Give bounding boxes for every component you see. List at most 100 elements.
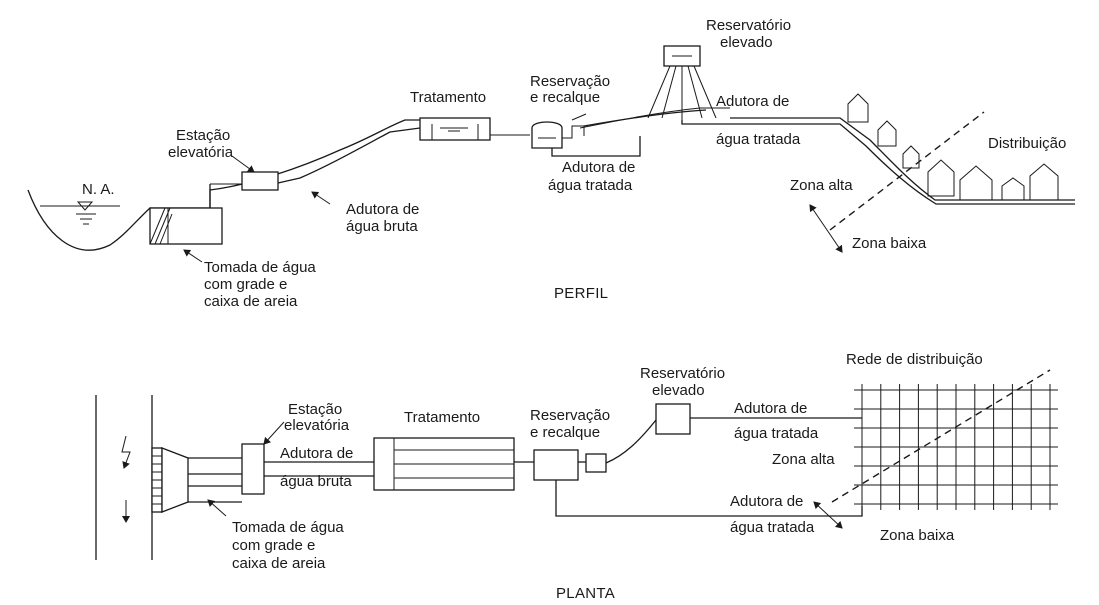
profile-title: PERFIL [554, 285, 608, 302]
plan-lower-treated-label: Adutora de água tratada [730, 493, 815, 536]
profile-water-level-symbol [76, 201, 96, 225]
svg-text:Adutora de: Adutora de [280, 445, 353, 462]
svg-text:Reservatório: Reservatório [706, 17, 791, 34]
svg-text:Adutora de: Adutora de [716, 93, 789, 110]
plan-network-label: Rede de distribuição [846, 351, 983, 368]
profile-raw-pipeline-arrow [311, 191, 331, 205]
profile-intake-structure [149, 207, 223, 245]
svg-text:Adutora de: Adutora de [730, 493, 803, 510]
profile-reservoir-tank [531, 121, 563, 149]
svg-text:Adutora de: Adutora de [562, 159, 635, 176]
plan-raw-pipeline-to-treatment [264, 461, 374, 477]
plan-reservoir [533, 449, 579, 481]
profile-zone-arrow [809, 204, 843, 253]
svg-text:Reservação: Reservação [530, 407, 610, 424]
profile-low-zone-label: Zona baixa [852, 235, 927, 252]
svg-text:Reservação: Reservação [530, 73, 610, 90]
svg-text:água tratada: água tratada [734, 425, 819, 442]
plan-reservoir-label: Reservação e recalque [530, 407, 610, 441]
profile-high-zone-label: Zona alta [790, 177, 853, 194]
svg-text:água tratada: água tratada [716, 131, 801, 148]
profile-elevated-tower [647, 65, 717, 120]
plan-recalque-pump [585, 453, 607, 473]
profile-treatment-label: Tratamento [410, 89, 486, 106]
profile-zone-divider [829, 111, 985, 231]
profile-raw-pipeline-label: Adutora de água bruta [346, 201, 419, 235]
plan-intake-label: Tomada de água com grade e caixa de arei… [232, 519, 344, 572]
plan-elevated-reservoir [655, 403, 691, 435]
plan-treatment-divisions [393, 438, 514, 490]
plan-distribution-network [854, 384, 1058, 510]
house-icon [959, 165, 993, 201]
plan-low-zone-label: Zona baixa [880, 527, 955, 544]
svg-text:Estação: Estação [288, 401, 342, 418]
profile-raw-water-pipeline [277, 127, 421, 184]
plan-intake-chamber [161, 447, 189, 513]
house-icon [1029, 163, 1059, 201]
svg-text:elevado: elevado [652, 382, 705, 399]
plan-title: PLANTA [556, 585, 615, 602]
plan-zone-arrow [813, 501, 843, 529]
profile-pump-station-label: Estação elevatória [168, 127, 234, 161]
plan-pump-station [241, 443, 265, 495]
plan-raw-pipeline-label: Adutora de água bruta [280, 445, 353, 490]
plan-elevated-reservoir-label: Reservatório elevado [640, 365, 725, 399]
svg-text:e recalque: e recalque [530, 424, 600, 441]
profile-low-treated-pipeline [551, 109, 707, 157]
svg-text:caixa de areia: caixa de areia [232, 555, 326, 572]
svg-text:água tratada: água tratada [730, 519, 815, 536]
profile-ground-mid [490, 107, 730, 136]
svg-text:com grade e: com grade e [232, 537, 315, 554]
svg-text:Estação: Estação [176, 127, 230, 144]
plan-pump-to-elevated [605, 419, 657, 464]
plan-zone-divider [831, 369, 1051, 503]
profile-elevated-reservoir-label: Reservatório elevado [706, 17, 791, 51]
svg-text:com grade e: com grade e [204, 276, 287, 293]
profile-reservoir-label: Reservação e recalque [530, 73, 610, 106]
plan-pump-station-arrow [263, 421, 285, 445]
profile-treatment-tank [419, 117, 491, 141]
svg-text:caixa de areia: caixa de areia [204, 293, 298, 310]
house-icon [902, 145, 920, 169]
svg-text:água bruta: água bruta [346, 218, 418, 235]
profile-water-level-label: N. A. [82, 181, 115, 198]
svg-text:água tratada: água tratada [548, 177, 633, 194]
profile-treatment-water [431, 124, 479, 140]
profile-distribution-label: Distribuição [988, 135, 1066, 152]
svg-text:elevado: elevado [720, 34, 773, 51]
profile-ground-right [730, 117, 1075, 201]
plan-view: Tomada de água com grade e caixa de arei… [95, 351, 1058, 602]
svg-text:elevatória: elevatória [284, 417, 350, 434]
profile-pump-station-arrow [231, 155, 255, 173]
profile-recalque-pump [562, 113, 587, 139]
profile-high-treated-label: Adutora de água tratada [716, 93, 801, 148]
svg-text:água bruta: água bruta [280, 473, 352, 490]
svg-text:Adutora de: Adutora de [346, 201, 419, 218]
profile-low-treated-label: Adutora de água tratada [548, 159, 635, 194]
plan-upper-treated-label: Adutora de água tratada [734, 400, 819, 442]
svg-text:Adutora de: Adutora de [734, 400, 807, 417]
profile-intake-screen [149, 207, 173, 245]
plan-intake-grid [152, 455, 162, 505]
house-icon [1001, 177, 1025, 201]
plan-lower-treated-pipeline [555, 480, 863, 517]
profile-high-treated-pipeline [681, 120, 1075, 205]
profile-intake-arrow [183, 249, 203, 263]
plan-flow-arrow [121, 435, 131, 469]
profile-pump-station [241, 171, 279, 191]
plan-high-zone-label: Zona alta [772, 451, 835, 468]
house-icon [927, 159, 955, 197]
house-icon [847, 93, 869, 123]
svg-text:elevatória: elevatória [168, 144, 234, 161]
plan-raw-water-pipeline [188, 457, 242, 503]
profile-view: N. A. Tomada de água com grade e caixa d… [27, 17, 1075, 310]
plan-intake-arrow [207, 499, 227, 517]
svg-text:Tomada de água: Tomada de água [232, 519, 344, 536]
plan-pump-station-label: Estação elevatória [284, 401, 350, 434]
plan-treatment-label: Tratamento [404, 409, 480, 426]
profile-intake-label: Tomada de água com grade e caixa de arei… [204, 259, 316, 310]
svg-text:Tomada de água: Tomada de água [204, 259, 316, 276]
house-icon [877, 120, 897, 147]
svg-text:Reservatório: Reservatório [640, 365, 725, 382]
